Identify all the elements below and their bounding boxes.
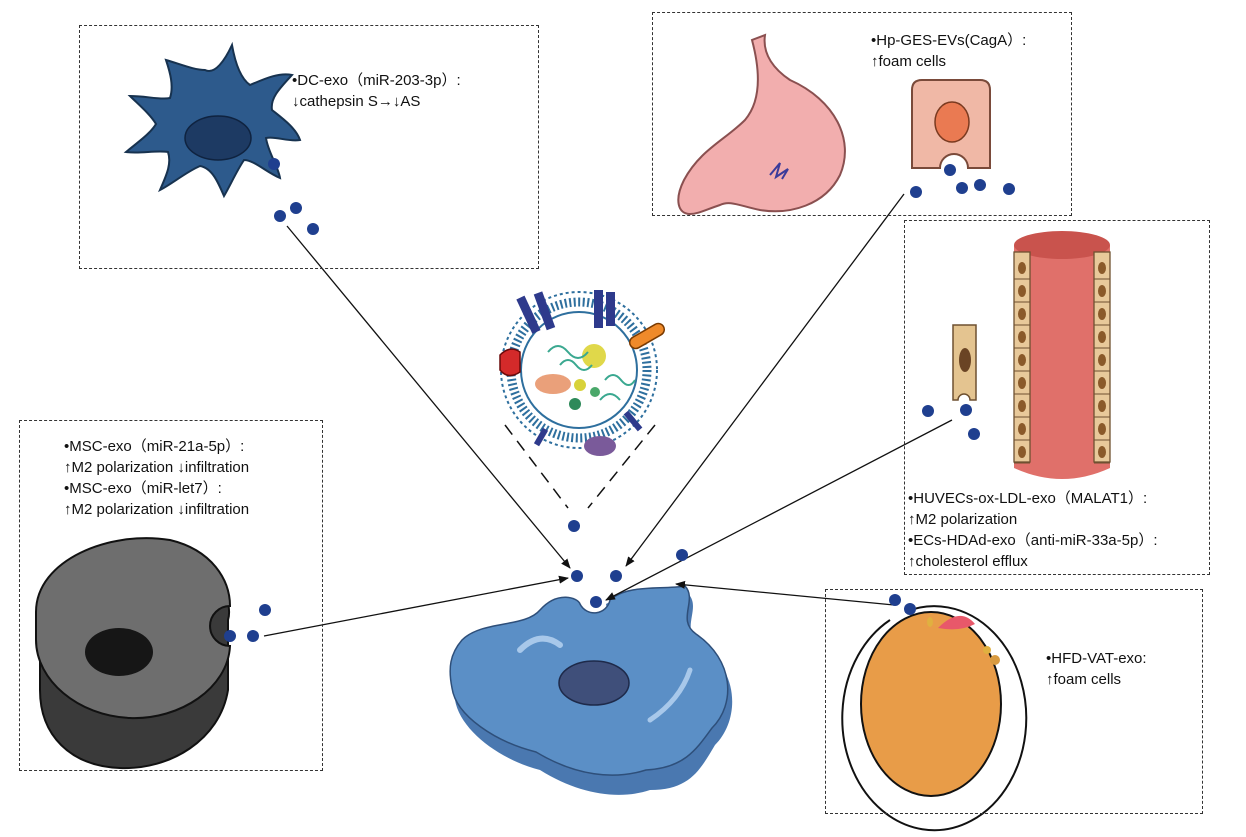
exosome-dot [224,630,236,642]
msc-label-line3: •MSC-exo（miR-let7）: [64,480,222,497]
exosome-vesicle [499,290,666,456]
endothelial-nucleus [1018,400,1026,412]
endothelial-nucleus [1018,446,1026,458]
endothelial-nucleus [1018,331,1026,343]
exosome-dot [922,405,934,417]
endothelial-nucleus [1018,285,1026,297]
stomach-illustration [677,33,846,216]
exosome-dot [274,210,286,222]
endothelial-nucleus [1018,308,1026,320]
hp-label-line2: ↑foam cells [871,53,947,70]
dc-panel-label: •DC-exo（miR-203-3p）: ↓cathepsin S→↓AS [292,70,461,112]
msc-panel-label: •MSC-exo（miR-21a-5p）: ↑M2 polarization ↓… [64,436,249,520]
arrow-dc-to-macrophage [286,225,571,569]
msc-label-line4: ↑M2 polarization ↓infiltration [64,501,250,518]
exosome-dot [960,404,972,416]
exosome-dot [910,186,922,198]
dc-label-line2: ↓cathepsin S→↓AS [292,93,421,110]
vat-label-line2: ↑foam cells [1046,671,1122,688]
huvec-label-line4: ↑cholesterol efflux [908,553,1028,570]
arrow-vat-to-macrophage [675,580,895,606]
huvec-label-line2: ↑M2 polarization [908,511,1018,528]
exosome-dot [974,179,986,191]
huvec-label-line1: •HUVECs-ox-LDL-exo（MALAT1）: [908,490,1148,507]
vat-label-line1: •HFD-VAT-exo: [1046,650,1147,667]
exosome-dot [1003,183,1015,195]
arrow-msc-to-macrophage [263,575,569,637]
endothelial-nucleus [1098,377,1106,389]
arrows [263,193,953,637]
exosome-zoom-line-right [587,424,656,509]
huvec-panel-label: •HUVECs-ox-LDL-exo（MALAT1）: ↑M2 polariza… [908,488,1158,572]
vat-panel-label: •HFD-VAT-exo: ↑foam cells [1046,648,1147,690]
exosome-zoom-line-left [504,424,569,509]
hp-panel-label: •Hp-GES-EVs(CagA）: ↑foam cells [871,30,1026,72]
endothelial-nucleus [1098,354,1106,366]
exosome-dot [571,570,583,582]
exosome-dot [259,604,271,616]
arrow-hp-to-macrophage [625,193,905,567]
exosome-dot [307,223,319,235]
exosome-dot [590,596,602,608]
msc-label-line1: •MSC-exo（miR-21a-5p）: [64,438,245,455]
exosome-dot [268,158,280,170]
endothelial-nucleus [1098,308,1106,320]
hp-panel [652,12,1072,216]
endothelial-nucleus [1018,377,1026,389]
exosome-dot [889,594,901,606]
hp-label-line1: •Hp-GES-EVs(CagA）: [871,32,1027,49]
msc-label-line2: ↑M2 polarization ↓infiltration [64,459,250,476]
exosome-dot [944,164,956,176]
mesenchymal-stem-cell [35,537,232,770]
endothelial-nucleus [1098,285,1106,297]
adipocyte-cell [841,605,1028,832]
arrow-huvec-to-macrophage [605,419,953,601]
endothelial-nucleus [1018,354,1026,366]
dendritic-cell [123,41,302,199]
dc-panel [79,25,539,269]
exosome-dot [290,202,302,214]
huvec-panel [904,220,1210,575]
endothelial-nucleus [1018,262,1026,274]
exosome-dot [610,570,622,582]
exosome-dot [676,549,688,561]
endothelial-nucleus [1098,262,1106,274]
exosome-dot [904,603,916,615]
msc-panel [19,420,323,771]
dc-label-line1: •DC-exo（miR-203-3p）: [292,72,461,89]
endothelial-cell [952,324,977,401]
endothelial-nuclei [1014,262,1110,464]
gastric-epithelial-cell [911,79,991,169]
exosome-dot [568,520,580,532]
endothelial-nucleus [1098,446,1106,458]
macrophage-cell [449,585,733,795]
exosome-dot [968,428,980,440]
vat-panel [825,589,1203,814]
endothelial-nucleus [1098,400,1106,412]
exosome-dot [247,630,259,642]
endothelial-nucleus [1098,423,1106,435]
endothelial-nucleus [1098,331,1106,343]
huvec-label-line3: •ECs-HDAd-exo（anti-miR-33a-5p）: [908,532,1158,549]
exosome-dot [956,182,968,194]
exosome-dots [224,158,1015,642]
endothelial-nucleus [1018,423,1026,435]
